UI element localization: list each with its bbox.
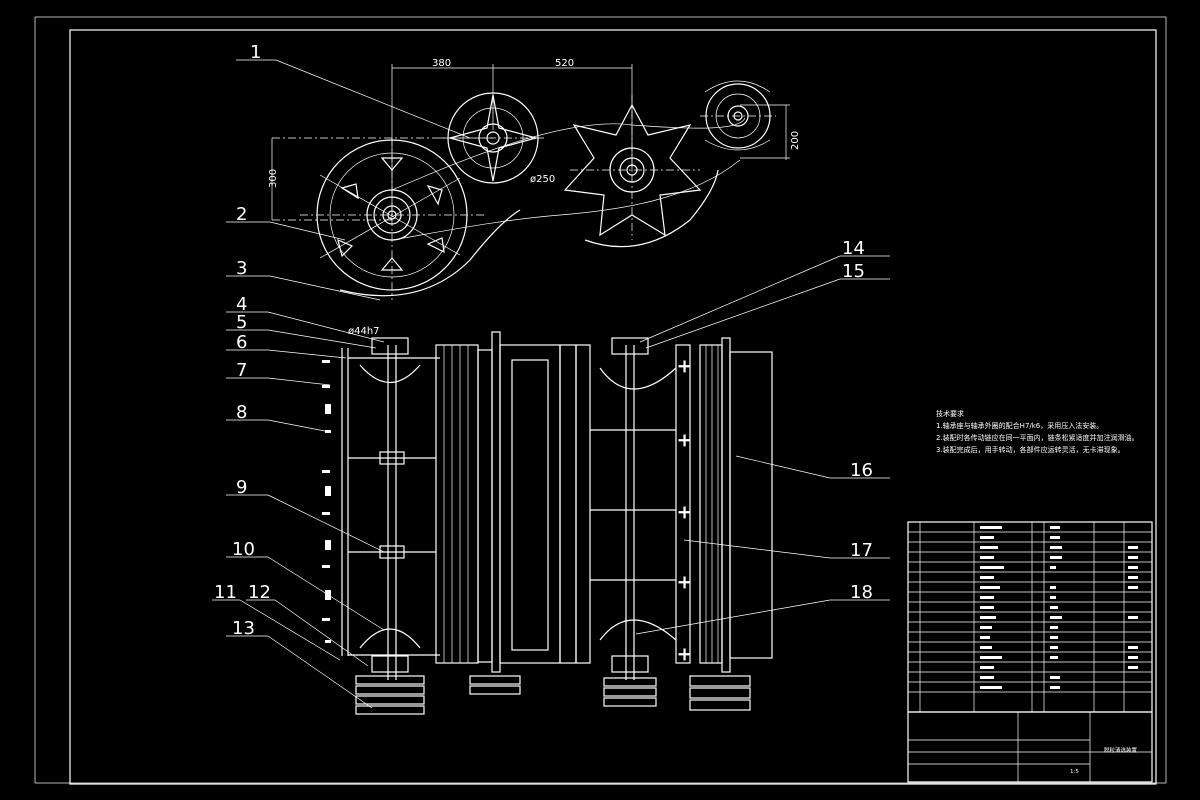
dim-380: 380 — [432, 58, 451, 69]
svg-text:+: + — [677, 572, 692, 593]
dim-dia44: ø44h7 — [348, 326, 380, 337]
svg-text:+: + — [677, 356, 692, 377]
dim-200: 200 — [790, 131, 801, 150]
part-label-16: 16 — [850, 460, 873, 481]
part-label-10: 10 — [232, 539, 255, 560]
drawing-scale: 1:5 — [1070, 769, 1079, 775]
part-label-11: 11 — [214, 582, 237, 603]
drawing-title: 脱粒清选装置 — [1104, 746, 1138, 754]
parts-list-table: 脱粒清选装置 1:5 — [907, 521, 1153, 783]
top-view: 380 520 300 200 — [268, 58, 801, 300]
part-label-1: 1 — [250, 42, 261, 63]
part-label-9: 9 — [236, 477, 247, 498]
tech-note-1: 1.轴承座与轴承外圈的配合H7/k6，采用压入法安装。 — [936, 421, 1103, 430]
dim-300: 300 — [268, 169, 279, 188]
part-label-18: 18 — [850, 582, 873, 603]
leader-lines — [212, 59, 890, 709]
inner-border — [69, 29, 1157, 785]
part-label-3: 3 — [236, 258, 247, 279]
part-numbers: 1 2 3 4 5 6 7 8 9 10 11 12 13 14 15 16 1… — [214, 42, 873, 639]
tech-note-2: 2.装配时各传动链应在同一平面内，链条松紧适度并加注润滑油。 — [936, 433, 1139, 442]
part-label-5: 5 — [236, 312, 247, 333]
svg-text:+: + — [677, 644, 692, 665]
outer-border — [34, 16, 1167, 784]
part-label-17: 17 — [850, 540, 873, 561]
tech-note-3: 3.装配完成后，用手转动，各部件应运转灵活，无卡滞现象。 — [936, 445, 1125, 454]
tech-notes-title: 技术要求 — [936, 409, 964, 418]
part-label-4: 4 — [236, 294, 247, 315]
part-label-7: 7 — [236, 360, 247, 381]
part-label-6: 6 — [236, 332, 247, 353]
bottom-view: ø44h7 — [322, 326, 773, 715]
part-label-12: 12 — [248, 582, 271, 603]
part-label-14: 14 — [842, 238, 865, 259]
technical-notes: 技术要求 1.轴承座与轴承外圈的配合H7/k6，采用压入法安装。 2.装配时各传… — [936, 409, 1139, 454]
svg-text:+: + — [677, 502, 692, 523]
part-label-13: 13 — [232, 618, 255, 639]
part-label-8: 8 — [236, 402, 247, 423]
dim-520: 520 — [555, 58, 574, 69]
svg-text:+: + — [677, 430, 692, 451]
part-label-15: 15 — [842, 261, 865, 282]
dim-dia250: ø250 — [530, 174, 555, 185]
part-label-2: 2 — [236, 204, 247, 225]
